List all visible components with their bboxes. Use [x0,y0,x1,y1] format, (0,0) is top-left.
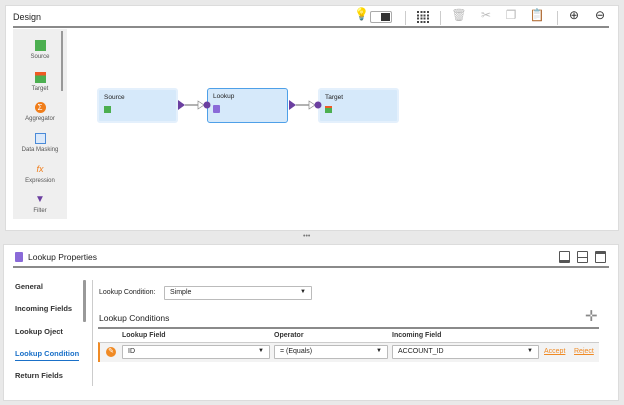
palette-label: Target [31,86,49,92]
layout-top-icon[interactable] [595,251,606,263]
nav-lookup-object[interactable]: Lookup Oject [15,327,63,336]
palette-item-source[interactable]: Source [14,40,66,60]
nav-general[interactable]: General [15,282,43,291]
link-source-lookup[interactable] [178,100,211,110]
properties-header-line [13,266,609,268]
lookup-condition-label: Lookup Condition: [99,289,156,296]
scissors-icon[interactable]: ✂ [480,8,492,22]
select-value: ID [128,348,135,355]
expression-icon: fx [36,164,44,174]
aggregator-icon: Σ [34,102,46,113]
node-label: Source [104,94,125,101]
divider [405,11,406,25]
palette-label: Data Masking [21,147,59,153]
palette-label: Filter [33,208,47,214]
section-title: Lookup Conditions [99,313,170,323]
theme-toggle[interactable] [370,11,392,23]
grid-icon[interactable] [417,11,429,23]
node-label: Target [325,94,344,101]
palette-item-filter[interactable]: ▼ Filter [14,194,66,214]
palette-label: Aggregator [25,116,55,122]
target-icon [325,106,332,113]
nav-scrollbar[interactable] [83,280,86,322]
node-source[interactable]: Source [97,88,178,123]
divider [557,11,558,25]
caret-down-icon: ▼ [300,289,306,295]
palette-scrollbar[interactable] [61,31,63,91]
properties-panel [3,244,619,401]
filter-icon: ▼ [35,194,45,205]
splitter-handle[interactable]: ••• [303,233,311,240]
source-icon [104,106,111,113]
select-value: Simple [170,289,192,296]
operator-select[interactable]: = (Equals) ▼ [274,345,388,359]
zoom-in-icon[interactable]: ⊕ [568,8,580,22]
nav-divider [92,280,93,386]
lookup-icon [15,252,23,262]
caret-down-icon: ▼ [376,348,382,354]
select-value: = (Equals) [280,348,313,355]
copy-icon[interactable]: ❐ [505,8,517,22]
lookup-field-select[interactable]: ID ▼ [122,345,270,359]
incoming-field-select[interactable]: ACCOUNT_ID ▼ [392,345,539,359]
palette-label: Expression [25,178,55,184]
caret-down-icon: ▼ [527,348,533,354]
divider [440,11,441,25]
design-title: Design [13,12,42,22]
layout-bottom-icon[interactable] [559,251,570,263]
add-condition-button[interactable]: ✛ [585,308,598,325]
paste-icon[interactable]: 📋 [529,8,545,22]
zoom-out-icon[interactable]: ⊖ [594,8,606,22]
edit-indicator-icon: ✎ [106,347,116,357]
data-masking-icon [34,133,46,144]
nav-incoming-fields[interactable]: Incoming Fields [15,304,73,313]
lookup-condition-select[interactable]: Simple ▼ [164,286,312,300]
reject-link[interactable]: Reject [574,348,594,355]
nav-return-fields[interactable]: Return Fields [15,371,63,380]
layout-split-icon[interactable] [577,251,588,263]
source-icon [34,40,46,51]
palette-item-data-masking[interactable]: Data Masking [14,133,66,153]
column-operator: Operator [274,332,304,339]
palette-item-target[interactable]: Target [14,72,66,92]
column-lookup-field: Lookup Field [122,332,166,339]
design-header-line [13,26,609,28]
lightbulb-icon[interactable]: 💡 [354,7,369,21]
palette [13,29,67,219]
target-icon [34,72,46,83]
connectors [178,100,322,110]
properties-title: Lookup Properties [28,252,97,262]
lookup-icon [213,105,220,113]
node-label: Lookup [213,93,235,100]
node-target[interactable]: Target [318,88,399,123]
palette-label: Source [30,54,50,60]
node-lookup[interactable]: Lookup [207,88,288,123]
palette-item-aggregator[interactable]: Σ Aggregator [14,102,66,122]
accept-link[interactable]: Accept [544,348,566,355]
table-header-line [98,327,599,329]
nav-lookup-condition[interactable]: Lookup Condition [15,349,80,361]
link-lookup-target[interactable] [289,100,322,110]
column-incoming-field: Incoming Field [392,332,442,339]
trash-icon[interactable]: 🗑 [451,8,467,22]
caret-down-icon: ▼ [258,348,264,354]
select-value: ACCOUNT_ID [398,348,444,355]
